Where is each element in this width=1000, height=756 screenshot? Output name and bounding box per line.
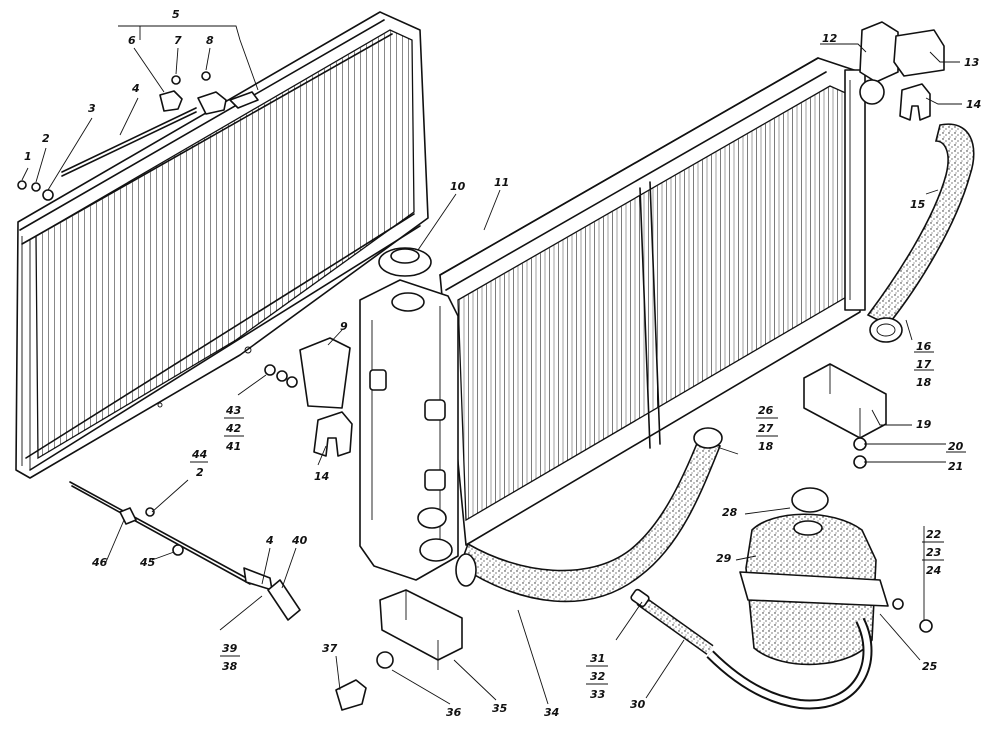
label-17: 17	[916, 358, 932, 371]
label-38: 38	[222, 660, 238, 673]
label-10: 10	[450, 180, 466, 193]
upper-mount-bracket	[859, 21, 945, 121]
label-15: 15	[910, 198, 926, 211]
upper-hose	[866, 123, 975, 343]
label-36: 36	[446, 706, 462, 719]
label-31: 31	[590, 652, 605, 665]
label-44: 44	[191, 448, 207, 461]
bracket-and-cushion	[299, 337, 353, 457]
label-40: 40	[291, 534, 308, 547]
label-7: 7	[174, 34, 182, 47]
label-41: 41	[225, 440, 241, 453]
label-26: 26	[758, 404, 774, 417]
label-45: 45	[139, 556, 156, 569]
drain-tap-assembly	[69, 481, 301, 621]
nuts-41-43	[264, 364, 298, 388]
label-3: 3	[88, 102, 96, 115]
expansion-side-tank	[359, 247, 459, 581]
label-14-lower: 14	[314, 470, 329, 483]
label-16: 16	[916, 340, 932, 353]
label-27: 27	[758, 422, 774, 435]
label-42: 42	[225, 422, 242, 435]
label-30: 30	[630, 698, 646, 711]
label-4: 4	[131, 82, 140, 95]
label-43: 43	[225, 404, 242, 417]
label-20: 20	[948, 440, 964, 453]
label-35: 35	[492, 702, 508, 715]
callout-labels: 1 2 3 4 5 6 7 8 9 10 11 12 13 14 14 15 1…	[24, 8, 981, 719]
label-underlines	[190, 351, 966, 685]
label-8: 8	[206, 34, 214, 47]
label-5: 5	[172, 8, 180, 21]
label-19: 19	[916, 418, 932, 431]
label-23: 23	[926, 546, 942, 559]
label-14-upper: 14	[966, 98, 981, 111]
label-33: 33	[590, 688, 606, 701]
label-29: 29	[716, 552, 732, 565]
label-18-upper: 18	[916, 376, 932, 389]
radiator-shroud	[15, 11, 429, 479]
label-34: 34	[544, 706, 559, 719]
label-13: 13	[964, 56, 980, 69]
label-12: 12	[822, 32, 838, 45]
label-11: 11	[494, 176, 509, 189]
overflow-tube	[630, 588, 714, 655]
label-6: 6	[128, 34, 136, 47]
label-25: 25	[922, 660, 938, 673]
coolant-reservoir	[706, 487, 933, 710]
label-22: 22	[926, 528, 942, 541]
label-32: 32	[590, 670, 606, 683]
label-1: 1	[24, 150, 32, 163]
label-18-lower: 18	[758, 440, 774, 453]
leader-lines	[21, 25, 962, 705]
radiator-core	[439, 57, 866, 546]
label-9: 9	[340, 320, 348, 333]
lower-hose	[455, 427, 723, 603]
shroud-fasteners	[17, 71, 259, 201]
label-4-lower: 4	[265, 534, 274, 547]
lower-right-mount	[803, 363, 887, 469]
label-46: 46	[91, 556, 108, 569]
label-24: 24	[926, 564, 941, 577]
label-28: 28	[722, 506, 738, 519]
label-2: 2	[42, 132, 50, 145]
label-39: 39	[222, 642, 238, 655]
label-37: 37	[322, 642, 338, 655]
label-2-lower: 2	[196, 466, 204, 479]
label-21: 21	[948, 460, 963, 473]
lower-left-mount	[335, 589, 463, 711]
